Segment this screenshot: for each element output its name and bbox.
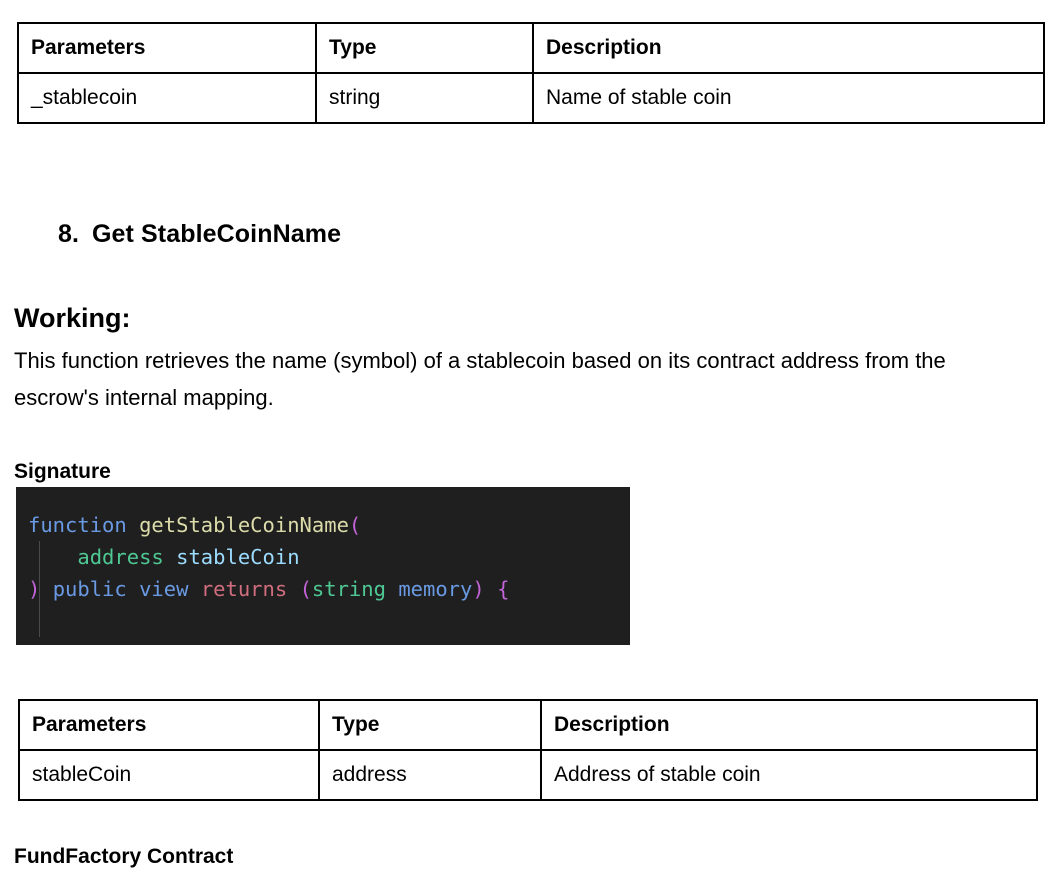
code-token: ( [348,513,362,537]
code-content: function getStableCoinName( address stab… [16,487,630,637]
code-line [16,605,630,637]
table-column-header-type: Type [315,22,534,74]
signature-code-block: function getStableCoinName( address stab… [16,487,630,645]
table-column-header-description: Description [540,699,1038,751]
table-header-row: Parameters Type Description [18,699,1038,751]
code-token: public [52,577,127,601]
section-number: 8. [58,220,80,248]
code-token [127,577,139,601]
table-cell-parameter-description: Name of stable coin [532,72,1045,124]
code-token [40,577,52,601]
code-token: function [28,513,127,537]
fundfactory-contract-heading: FundFactory Contract [14,845,234,868]
code-token: view [139,577,189,601]
section-title: Get StableCoinName [92,220,342,248]
code-token: string [311,577,386,601]
code-token: getStableCoinName [139,513,349,537]
table-row: stableCoin address Address of stable coi… [18,749,1038,801]
code-token [28,545,77,569]
table-cell-parameter-description: Address of stable coin [540,749,1038,801]
indent-guide [39,605,40,637]
code-line: address stableCoin [16,541,630,573]
code-token: address [77,545,164,569]
section-heading-numbered: 8. Get StableCoinName [58,220,341,249]
table-cell-parameter-name: stableCoin [18,749,320,801]
signature-label: Signature [14,460,111,483]
code-token: ( [299,577,312,601]
table-row: _stablecoin string Name of stable coin [17,72,1045,124]
code-token: returns [200,577,288,601]
indent-guide [39,573,40,605]
code-token [287,577,299,601]
table-header-row: Parameters Type Description [17,22,1045,74]
table-column-header-type: Type [318,699,542,751]
code-token [164,545,176,569]
code-line: ) public view returns (string memory) { [16,573,630,605]
table-cell-parameter-type: address [318,749,542,801]
code-token: stableCoin [176,545,300,569]
code-token: ) [28,577,41,601]
table-cell-parameter-type: string [315,72,534,124]
code-token [188,577,200,601]
code-token: { [497,577,510,601]
table-column-header-parameters: Parameters [17,22,317,74]
code-token [127,513,139,537]
code-token [386,577,398,601]
parameters-table-stablecoin-address: Parameters Type Description stableCoin a… [18,699,1038,801]
indent-guide [39,541,40,573]
code-token: ) [472,577,485,601]
table-cell-parameter-name: _stablecoin [17,72,317,124]
working-description-paragraph: This function retrieves the name (symbol… [14,348,946,410]
parameters-table-stablecoin-string: Parameters Type Description _stablecoin … [17,22,1045,124]
working-label: Working: [14,303,131,333]
table-column-header-description: Description [532,22,1045,74]
code-token [485,577,497,601]
code-token: memory [398,577,473,601]
code-line: function getStableCoinName( [16,509,630,541]
table-column-header-parameters: Parameters [18,699,320,751]
